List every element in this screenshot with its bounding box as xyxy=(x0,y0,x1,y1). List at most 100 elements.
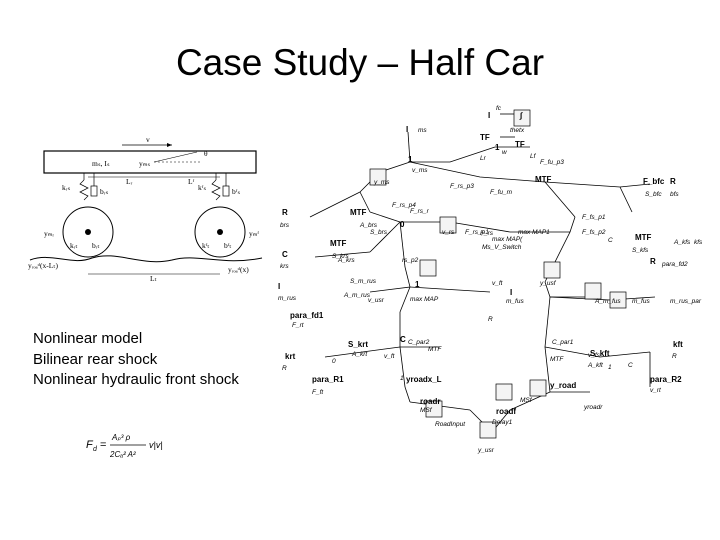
bond-graph-label: para_fd1 xyxy=(290,311,324,320)
bond-graph-label: krt xyxy=(285,352,296,361)
bond-graph-block xyxy=(425,400,443,418)
bond-graph-label: ∫ xyxy=(519,111,523,120)
bond-graph-label: R xyxy=(672,353,677,360)
car-label-theta: θ xyxy=(204,149,208,158)
car-label-ymf: yₘᶠ xyxy=(249,229,259,238)
car-label-kft: kᶠₜ xyxy=(202,241,210,250)
bond-graph-label: MTF xyxy=(535,175,552,184)
bond-graph-label: S_bfc xyxy=(645,191,662,198)
bond-graph-label: F_rt xyxy=(292,322,305,329)
bond-graph-label: Lf xyxy=(530,153,537,160)
bond-graph-label: y_usf xyxy=(539,280,557,287)
bond-graph-label: Ms_V_Switch xyxy=(482,244,522,251)
bond-graph-label: m_fus xyxy=(506,298,524,305)
front-wheel xyxy=(194,206,246,258)
formula-den: 2Cₐ² A² xyxy=(109,450,136,459)
car-label-lf: Lᶠ xyxy=(188,177,195,186)
car-label-yroad-rear: yᵣₒₐᵈ(x-Lₜ) xyxy=(28,261,59,270)
bond-graph-label: C xyxy=(608,237,613,244)
bond-graph-block xyxy=(439,216,457,234)
car-label-v: v xyxy=(146,135,150,144)
bond-graph-label: MTF xyxy=(428,346,442,353)
car-label-brt: bᵣₜ xyxy=(92,241,100,250)
car-label-kfs: kᶠₛ xyxy=(198,183,206,192)
bond-graph-label: S_kft xyxy=(590,349,610,358)
bond-graph-label: y_usr xyxy=(477,447,495,454)
bond-graph-label: I xyxy=(278,282,280,291)
bullet-item: Bilinear rear shock xyxy=(33,350,158,368)
car-label-krt: kᵣₜ xyxy=(70,241,78,250)
bond-graph-label: v_ft xyxy=(492,280,504,287)
bond-graph-label: v_ms xyxy=(412,167,428,174)
bond-graph-label: y_road xyxy=(550,381,576,390)
bond-graph-label: roadr xyxy=(420,397,440,406)
bond-graph-label: bfs xyxy=(670,191,679,198)
bond-graph-label: m_fus xyxy=(632,298,650,305)
bond-graph-label: para_fd2 xyxy=(661,261,688,268)
bond-graph-label: R xyxy=(282,208,288,217)
bond-graph-label: R xyxy=(650,257,656,266)
bond-graph-label: C_par1 xyxy=(552,339,574,346)
bond-graph-label: yroadx_L xyxy=(406,375,442,384)
bond-graph-block xyxy=(543,261,561,279)
bond-graph-label: max MAP1 xyxy=(518,229,550,236)
car-label-bft: bᶠₜ xyxy=(224,241,232,250)
bond-graph-connections xyxy=(309,113,656,433)
bond-graph-label: 1 xyxy=(608,364,612,371)
bond-graph-label: 1 xyxy=(408,155,413,164)
bond-graph-label: R xyxy=(488,316,493,323)
bond-graph-label: MSf xyxy=(520,397,533,404)
car-label-lt: Lₜ xyxy=(150,274,157,282)
bond-graph-label: C xyxy=(400,335,406,344)
bond-graph-block xyxy=(609,291,627,309)
bond-graph-label: A_m_fus xyxy=(594,298,621,305)
bond-graph-label: kfs xyxy=(694,239,703,246)
formula-eq: = xyxy=(100,439,106,451)
bond-graph-label: TF xyxy=(480,133,490,142)
bond-graph-label: A_krs xyxy=(337,257,355,264)
bond-graph-label: yroadr xyxy=(583,404,603,411)
bond-graph-label: F_bfc xyxy=(643,177,665,186)
bond-graph-label: A_krt xyxy=(351,351,368,358)
bond-graph-label: F_rs_p3 xyxy=(450,183,474,190)
bond-graph-label: R xyxy=(670,177,676,186)
car-body xyxy=(43,150,257,174)
bond-graph-label: max MAP xyxy=(410,296,439,303)
bond-graph-label: F_fs_p1 xyxy=(582,214,606,221)
bond-graph-label: F_fu_p3 xyxy=(540,159,564,166)
bond-graph-label: w xyxy=(502,149,508,156)
damper-formula: F d = Aₚ³ ρ 2Cₐ² A² v|v| xyxy=(86,433,163,459)
bond-graph-label: m_rus xyxy=(278,295,297,302)
bond-graph-label: brs xyxy=(280,222,290,229)
bond-graph-block xyxy=(584,282,602,300)
bond-graph-block xyxy=(513,109,531,127)
car-label-brs: bᵣₛ xyxy=(100,187,108,196)
bond-graph-label: F_fu_m xyxy=(490,189,513,196)
bond-graph-label: ms xyxy=(418,127,427,134)
bond-graph-label: v_rs xyxy=(442,229,455,236)
bond-graph-block xyxy=(529,379,547,397)
bond-graph-label: F_rs xyxy=(480,230,494,237)
bond-graph-label: F_ft xyxy=(312,389,324,396)
bond-graph-block xyxy=(479,421,497,439)
road-profile xyxy=(29,255,263,263)
bullet-list: Nonlinear model Bilinear rear shock Nonl… xyxy=(33,329,239,391)
bond-graph-label: I xyxy=(488,111,490,120)
car-label-krs: kᵣₛ xyxy=(62,183,70,192)
bond-graph-block xyxy=(369,168,387,186)
bond-graph-label: y_ms xyxy=(373,179,390,186)
bond-graph-label: F_rs_p1 xyxy=(465,229,489,236)
bond-graph-label: MTF xyxy=(550,356,564,363)
bond-graph-label: fc xyxy=(496,105,502,112)
bond-graph-label: krs xyxy=(280,263,289,270)
bond-graph-label: F_fs_p2 xyxy=(582,229,606,236)
bond-graph-label: A_m_rus xyxy=(343,292,371,299)
bond-graph-label: v_ft xyxy=(384,353,396,360)
bond-graph-label: S_krt xyxy=(348,340,368,349)
formula-tail: v|v| xyxy=(149,440,163,450)
bond-graph-label: v_fs xyxy=(588,352,601,359)
bond-graph-block xyxy=(495,383,513,401)
car-label-lr: Lᵣ xyxy=(126,177,133,186)
formula-lhs-sub: d xyxy=(93,446,98,453)
